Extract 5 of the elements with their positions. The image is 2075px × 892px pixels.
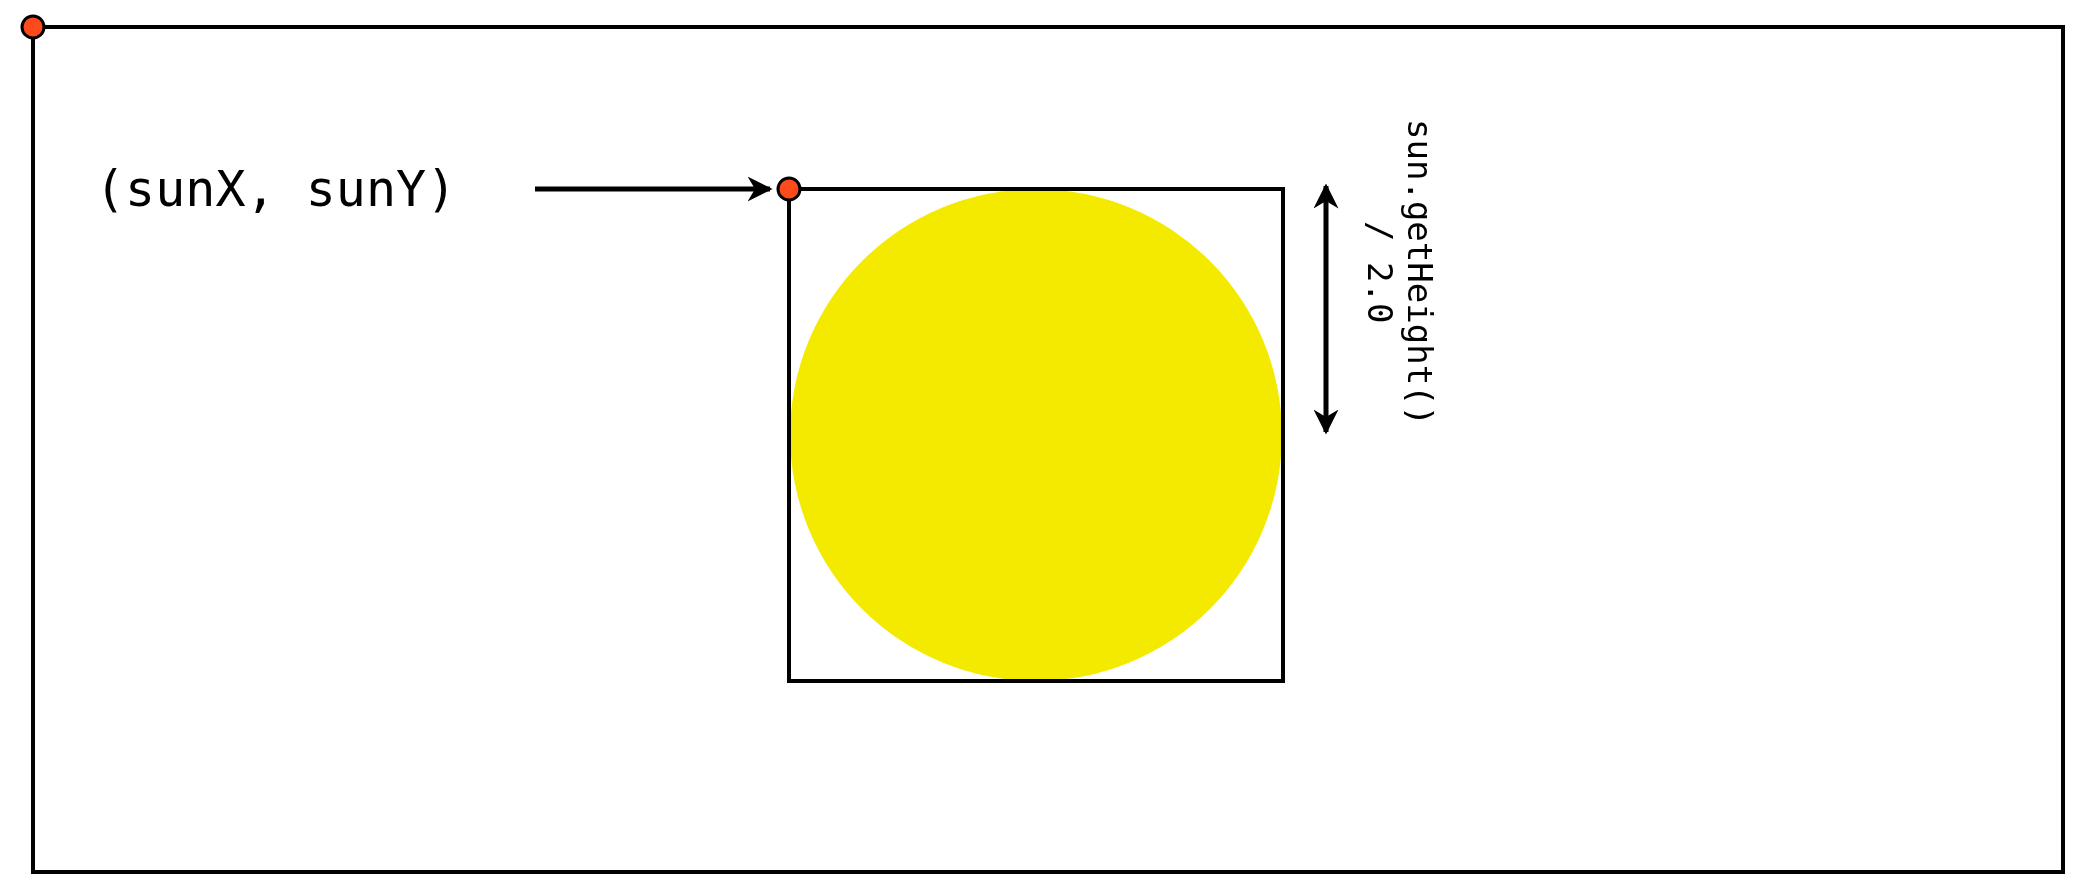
corner-point — [776, 176, 802, 202]
coordinate-label: (sunX, sunY) — [95, 159, 525, 219]
dimension-label: sun.getHeight() / 2.0 — [1360, 117, 1440, 428]
origin-point — [20, 14, 46, 40]
arrow — [535, 176, 773, 202]
